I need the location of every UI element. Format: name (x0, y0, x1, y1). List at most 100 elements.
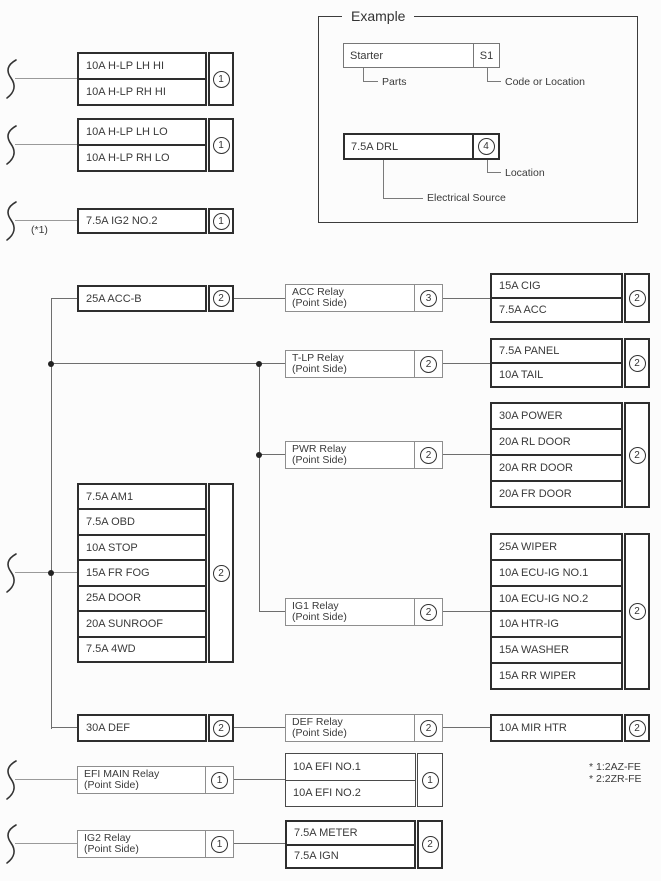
relay-name: PWR Relay (292, 442, 347, 455)
fuse-box-power-doors: 30A POWER 20A RL DOOR 20A RR DOOR 20A FR… (490, 402, 650, 508)
relay-name: IG2 Relay (84, 831, 131, 844)
location-badge: 2 (212, 719, 230, 737)
location-column: 1 (205, 831, 233, 857)
harness-squiggle-icon (6, 760, 17, 800)
location-column: 2 (624, 273, 650, 323)
fuse-label: 10A H-LP LH LO (77, 118, 207, 146)
location-badge: 1 (212, 212, 230, 230)
fuse-box-panel-tail: 7.5A PANEL 10A TAIL 2 (490, 338, 650, 388)
connector-line (15, 843, 77, 845)
location-column: 2 (414, 351, 442, 377)
location-badge: 1 (421, 771, 439, 789)
example-title: Example (342, 8, 415, 24)
location-badge: 2 (421, 836, 439, 853)
location-badge: 1 (212, 136, 230, 154)
connector-line (443, 454, 490, 456)
location-column: 1 (208, 52, 234, 106)
fuse-box-def: 30A DEF 2 (77, 714, 234, 742)
location-badge: 2 (212, 564, 230, 582)
fuse-label: 15A WASHER (490, 636, 623, 665)
example-parts-box: Starter S1 (343, 43, 500, 68)
location-column: 2 (624, 338, 650, 388)
location-badge: 2 (420, 719, 437, 737)
junction-dot (256, 361, 262, 367)
relay-sub: (Point Side) (292, 727, 347, 739)
relay-sub: (Point Side) (292, 297, 347, 309)
callout-line (487, 81, 501, 82)
fuse-label: 10A TAIL (490, 362, 623, 388)
connector-line (443, 298, 490, 300)
fuse-label: 25A DOOR (77, 584, 207, 613)
code-or-location-caption: Code or Location (505, 76, 585, 88)
fuse-label: 7.5A IG2 NO.2 (77, 208, 207, 234)
location-column: 4 (472, 135, 498, 158)
example-source-box: 7.5A DRL 4 (343, 133, 500, 160)
relay-sub: (Point Side) (292, 454, 347, 466)
fuse-box-mir-htr: 10A MIR HTR 2 (490, 714, 650, 742)
relay-name: DEF Relay (292, 715, 343, 728)
location-badge: 2 (420, 355, 437, 373)
location-badge: 2 (420, 603, 437, 621)
location-column: 2 (624, 533, 650, 690)
connector-line (15, 779, 77, 781)
location-column: 2 (624, 402, 650, 508)
junction-dot (256, 452, 262, 458)
connector-line (51, 727, 77, 729)
fuse-label: 15A FR FOG (77, 559, 207, 587)
fuse-label: 25A ACC-B (77, 285, 207, 312)
connector-line (15, 572, 77, 574)
connector-line (15, 78, 77, 80)
fuse-label: 10A ECU-IG NO.1 (490, 558, 623, 587)
relay-name: EFI MAIN Relay (84, 767, 160, 780)
fuse-label: 10A EFI NO.2 (285, 779, 416, 807)
relay-box-ig1: IG1 Relay (Point Side) 2 (285, 598, 443, 626)
connector-line (233, 779, 285, 781)
fuse-label: 7.5A 4WD (77, 635, 207, 663)
connector-line (15, 144, 77, 146)
connector-line (443, 611, 490, 613)
example-part-label: Starter (350, 49, 384, 62)
location-badge: 1 (211, 835, 228, 853)
fuse-box-ig2-no2: 7.5A IG2 NO.2 1 (77, 208, 234, 234)
location-column: 1 (205, 767, 233, 793)
relay-box-tlp: T-LP Relay (Point Side) 2 (285, 350, 443, 378)
fuse-label: 7.5A AM1 (77, 483, 207, 511)
location-badge: 3 (420, 289, 437, 307)
location-badge: 2 (628, 603, 646, 620)
relay-box-def: DEF Relay (Point Side) 2 (285, 714, 443, 742)
location-badge: 2 (212, 290, 230, 307)
harness-squiggle-icon (6, 824, 17, 864)
callout-line (363, 68, 364, 82)
fuse-label: 10A H-LP LH HI (77, 52, 207, 80)
location-column: 1 (208, 118, 234, 172)
location-column: 2 (208, 714, 234, 742)
connector-line (233, 298, 285, 300)
location-badge: 4 (477, 138, 495, 155)
location-badge: 2 (628, 446, 646, 464)
fuse-label: 20A SUNROOF (77, 610, 207, 638)
fuse-box-am1-block: 7.5A AM1 7.5A OBD 10A STOP 15A FR FOG 25… (77, 483, 234, 663)
location-badge: 2 (628, 719, 646, 737)
fuse-label: 30A DEF (77, 714, 207, 742)
relay-name: ACC Relay (292, 285, 344, 298)
example-code: S1 (473, 44, 499, 67)
fuse-label: 7.5A ACC (490, 297, 623, 323)
relay-sub: (Point Side) (292, 611, 347, 623)
fuse-label: 20A RL DOOR (490, 428, 623, 456)
callout-line (363, 81, 378, 82)
location-column: 2 (414, 715, 442, 741)
harness-squiggle-icon (6, 201, 17, 241)
electrical-source-caption: Electrical Source (427, 192, 506, 204)
location-column: 1 (417, 753, 443, 807)
location-badge: 2 (420, 446, 437, 464)
connector-line (233, 727, 285, 729)
relay-sub: (Point Side) (292, 363, 347, 375)
connector-line (233, 843, 285, 845)
footnote-line: * 2:2ZR-FE (589, 773, 642, 785)
callout-line (487, 68, 488, 82)
trunk-line (51, 298, 53, 729)
callout-line (487, 172, 501, 173)
junction-dot (48, 361, 54, 367)
fuse-box-cig-acc: 15A CIG 7.5A ACC 2 (490, 273, 650, 323)
location-column: 2 (414, 599, 442, 625)
